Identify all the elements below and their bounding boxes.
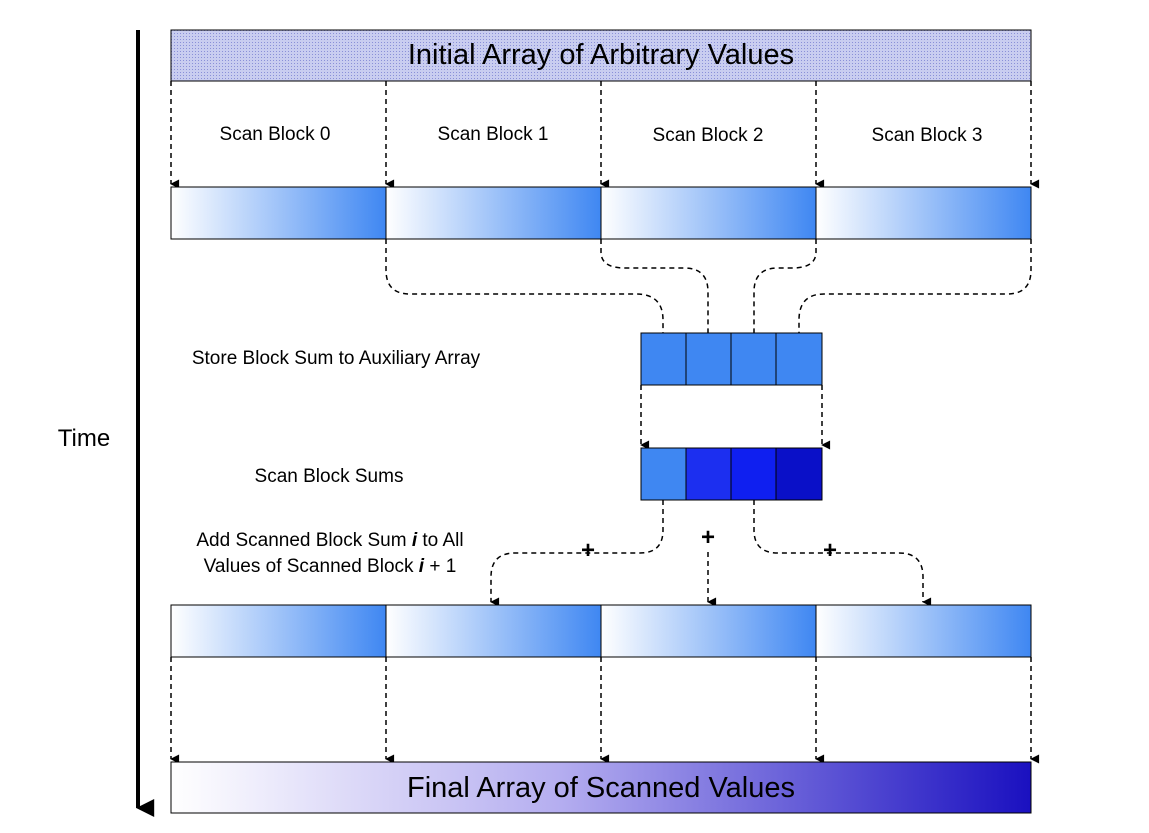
- updated-block-2: [600, 604, 817, 658]
- aux-to-sums-arrows: [640, 385, 831, 450]
- plus-sign-3: +: [823, 537, 837, 564]
- updated-block-0: [170, 604, 387, 658]
- scan-block-0-label: Scan Block 0: [220, 124, 331, 145]
- initial-to-blocks-arrows: [170, 81, 1040, 189]
- final-array-title: Final Array of Scanned Values: [407, 772, 795, 804]
- add-sum-arrows: [490, 500, 932, 607]
- scanned-block-2: [600, 186, 817, 240]
- scan-block-1-label: Scan Block 1: [438, 124, 549, 145]
- updated-block-1: [385, 604, 602, 658]
- scanned-block-1: [385, 186, 602, 240]
- scanned-block-0: [170, 186, 387, 240]
- auxiliary-array: [640, 332, 823, 386]
- final-array: [170, 761, 1032, 814]
- time-label: Time: [58, 425, 110, 452]
- block-sum-arrows: [385, 239, 1032, 360]
- updated-block-3: [815, 604, 1032, 658]
- store-step-label: Store Block Sum to Auxiliary Array: [192, 348, 481, 369]
- blocks-to-final-arrows: [170, 657, 1040, 764]
- add-step-label-line1: Add Scanned Block Sum i to All: [196, 530, 463, 551]
- scan-block-3-label: Scan Block 3: [872, 125, 983, 146]
- plus-sign-1: +: [581, 537, 595, 564]
- updated-blocks-row: [170, 604, 1032, 658]
- scan-sums-label: Scan Block Sums: [255, 466, 404, 487]
- plus-sign-2: +: [701, 524, 715, 551]
- add-step-label-line2: Values of Scanned Block i + 1: [204, 556, 457, 577]
- scan-block-2-label: Scan Block 2: [653, 125, 764, 146]
- scanned-block-3: [815, 186, 1032, 240]
- initial-array-title: Initial Array of Arbitrary Values: [408, 39, 794, 71]
- scanned-blocks-row: [170, 186, 1032, 240]
- scanned-block-sums: [640, 447, 823, 501]
